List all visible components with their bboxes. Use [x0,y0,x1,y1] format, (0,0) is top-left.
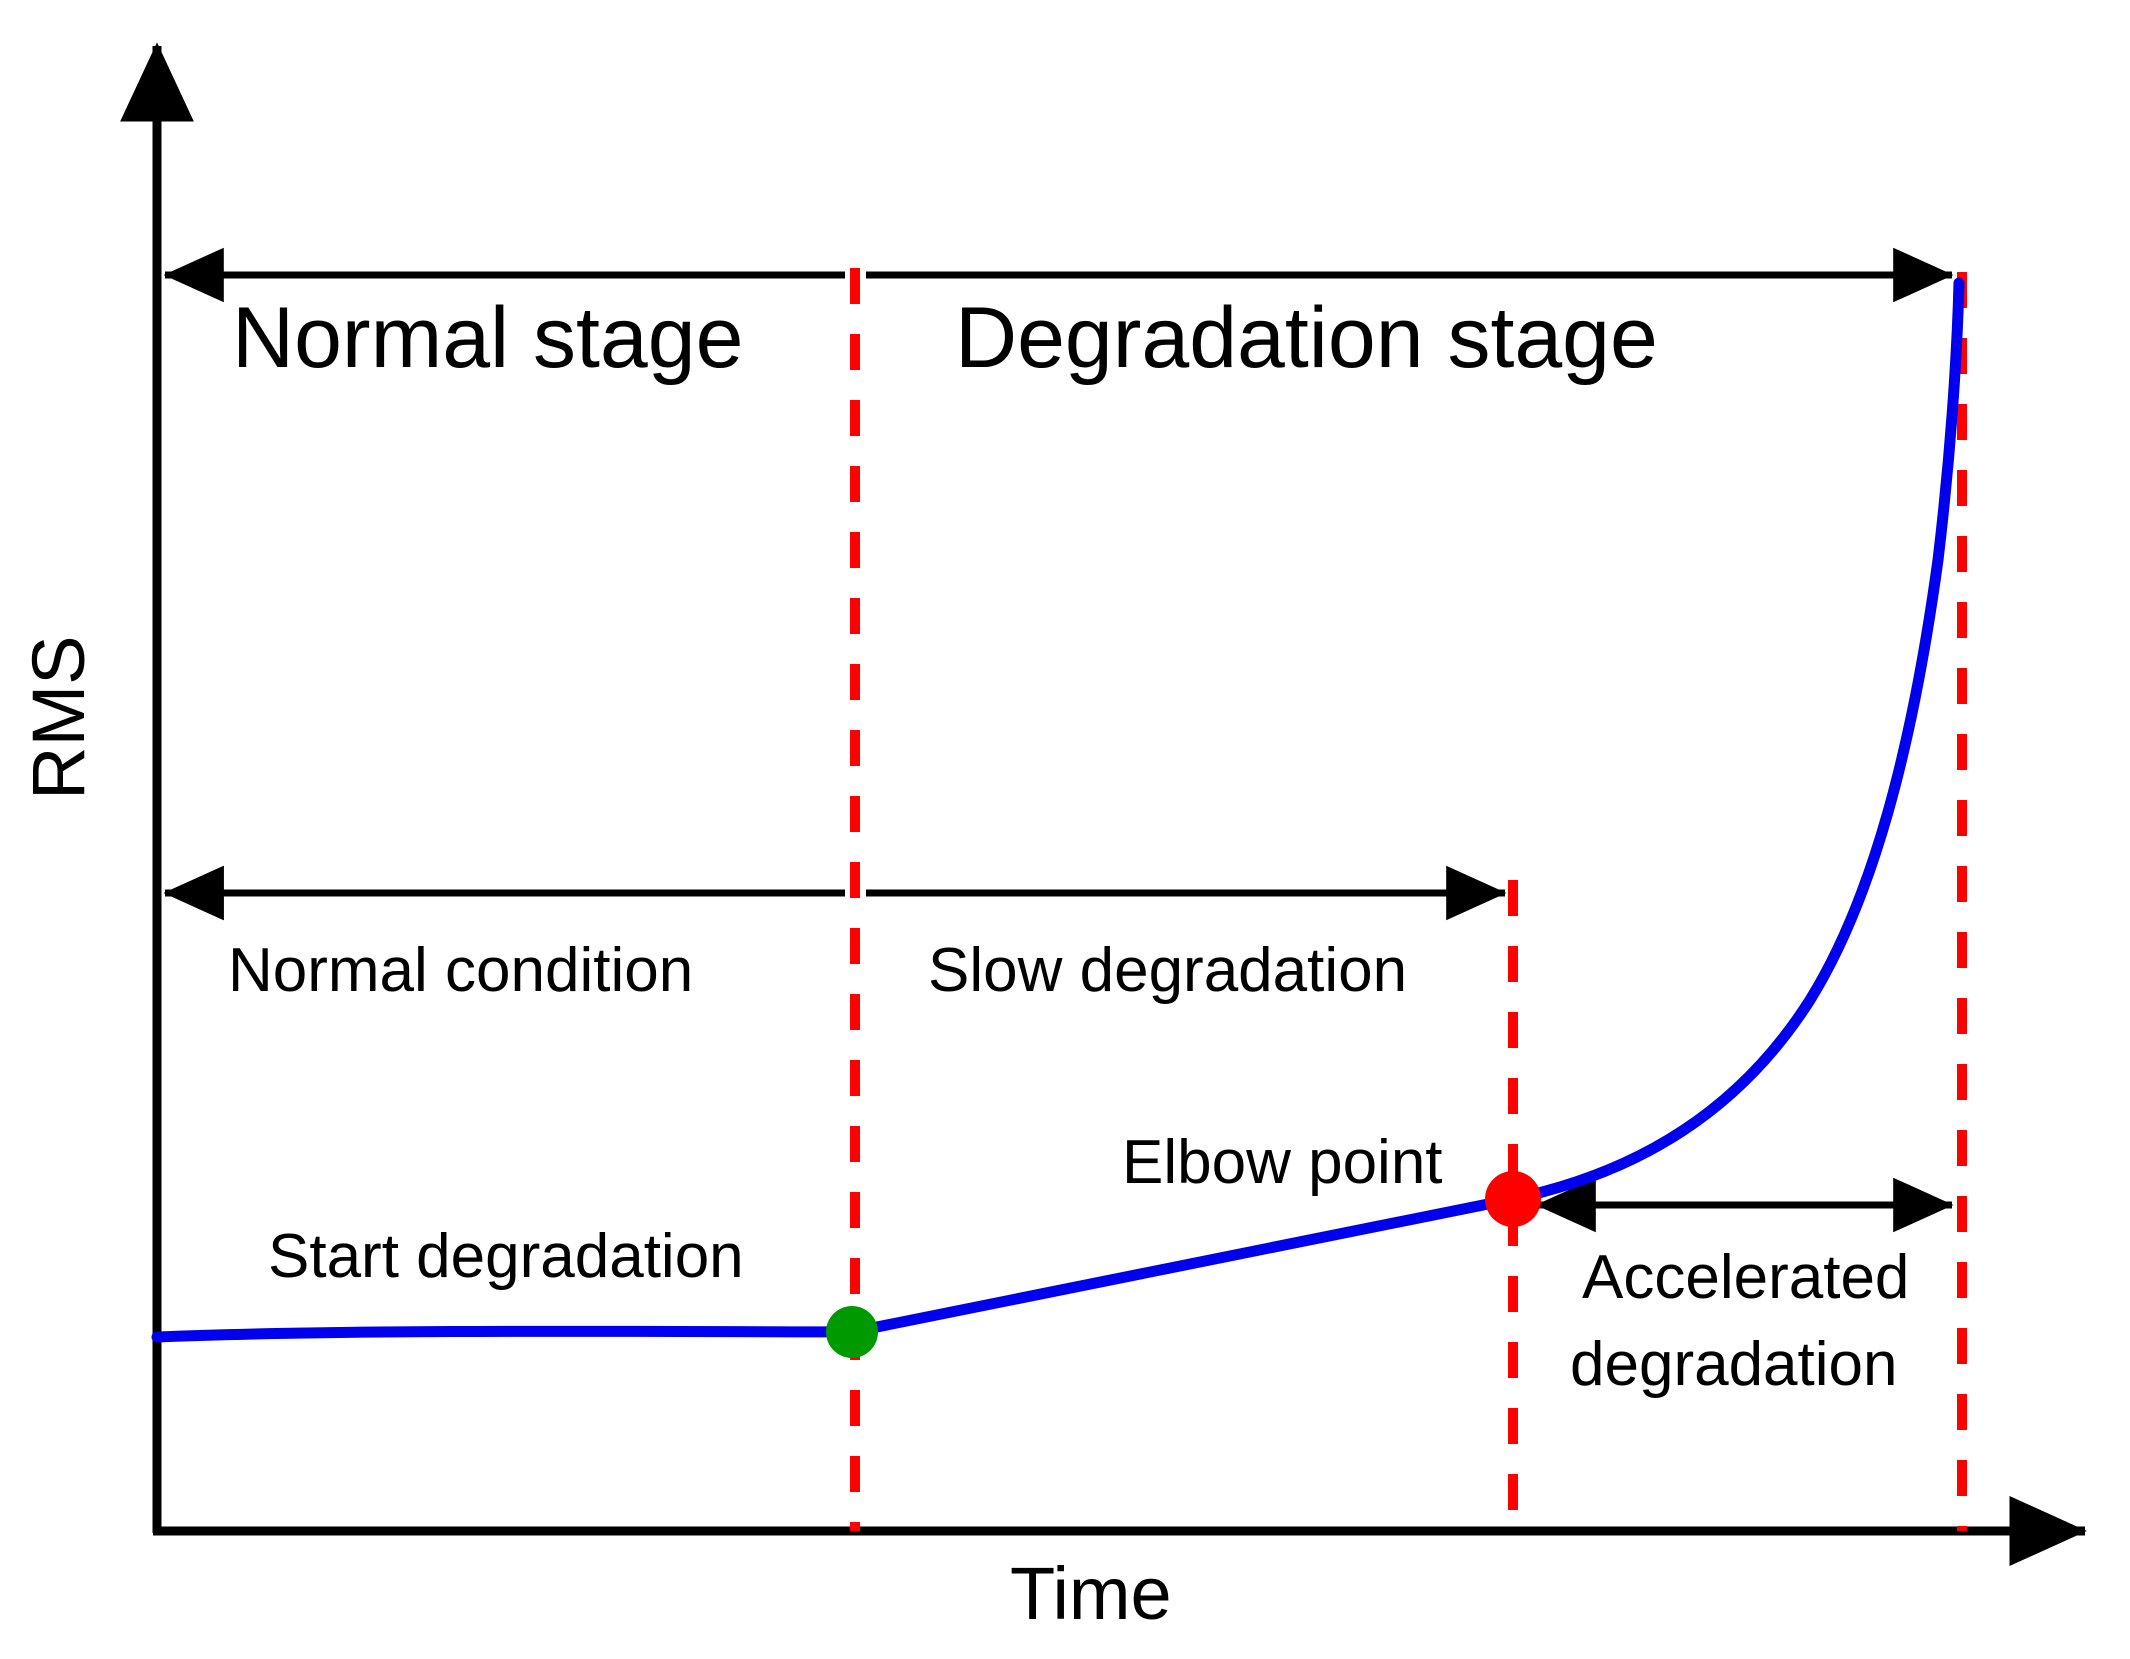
phase-label-accelerated-degradation-line1: Accelerated [1582,1243,1910,1312]
stage-label-normal-stage: Normal stage [232,290,744,386]
phase-label-slow-degradation: Slow degradation [928,936,1408,1005]
divider-lines-group [850,268,1967,1531]
x-axis-label: Time [1010,1552,1172,1635]
annotation-start-degradation: Start degradation [268,1222,744,1291]
rms-curve-group [151,277,1965,1343]
phase-label-accelerated-degradation-line2: degradation [1570,1330,1898,1399]
axes-group [120,42,2087,1567]
rms-degradation-curve [151,277,1965,1343]
y-axis-label: RMS [17,635,100,800]
stage-label-degradation-stage: Degradation stage [955,290,1658,386]
start-degradation-marker [826,1306,878,1358]
markers-group [826,1171,1541,1358]
phase-label-normal-condition: Normal condition [228,936,694,1005]
annotation-elbow-point: Elbow point [1122,1128,1443,1197]
elbow-point-marker [1485,1171,1541,1227]
